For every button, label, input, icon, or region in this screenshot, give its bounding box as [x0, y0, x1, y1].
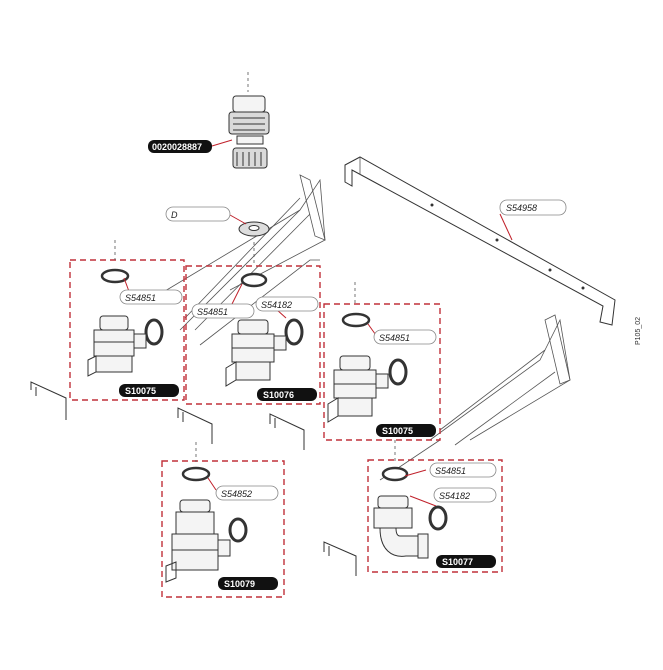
kit-a-number: S10075 — [125, 386, 156, 396]
kit-a-seal-callout: S54851 — [125, 293, 156, 303]
kit-c-seal-callout: S54851 — [379, 333, 410, 343]
ring-d-callout: D — [171, 210, 178, 220]
union-nut — [211, 72, 270, 169]
kit-a-valve — [87, 240, 164, 377]
kit-d-seal-callout: S54852 — [221, 489, 252, 499]
kit-b-oring-callout: S54182 — [261, 300, 292, 310]
kit-b-number: S10076 — [263, 390, 294, 400]
retaining-clip-4 — [323, 541, 357, 576]
kit-e-number: S10077 — [442, 557, 473, 567]
bracket-callout: S54958 — [506, 203, 537, 213]
kit-d-number: S10079 — [224, 579, 255, 589]
kit-d-frame — [161, 460, 285, 598]
flat-ring — [229, 214, 270, 237]
kit-b-frame — [185, 265, 321, 405]
kit-e-seal-callout: S54851 — [435, 466, 466, 476]
retaining-clip-1 — [30, 381, 67, 420]
kit-e-frame — [367, 459, 503, 573]
kit-e-oring-callout: S54182 — [439, 491, 470, 501]
kit-b-seal-callout: S54851 — [197, 307, 228, 317]
kit-c-frame — [323, 303, 441, 441]
kit-c-valve — [327, 282, 408, 423]
retaining-clip-2 — [177, 407, 213, 444]
nut-callout: 0020028887 — [152, 142, 202, 152]
kit-c-number: S10075 — [382, 426, 413, 436]
kit-a-frame — [69, 259, 185, 401]
kit-e-valve — [373, 440, 448, 559]
kit-d-valve — [165, 442, 248, 583]
wall-bracket — [344, 156, 616, 326]
drawing-code: P105_02 — [635, 317, 642, 345]
retaining-clip-3 — [269, 413, 305, 450]
